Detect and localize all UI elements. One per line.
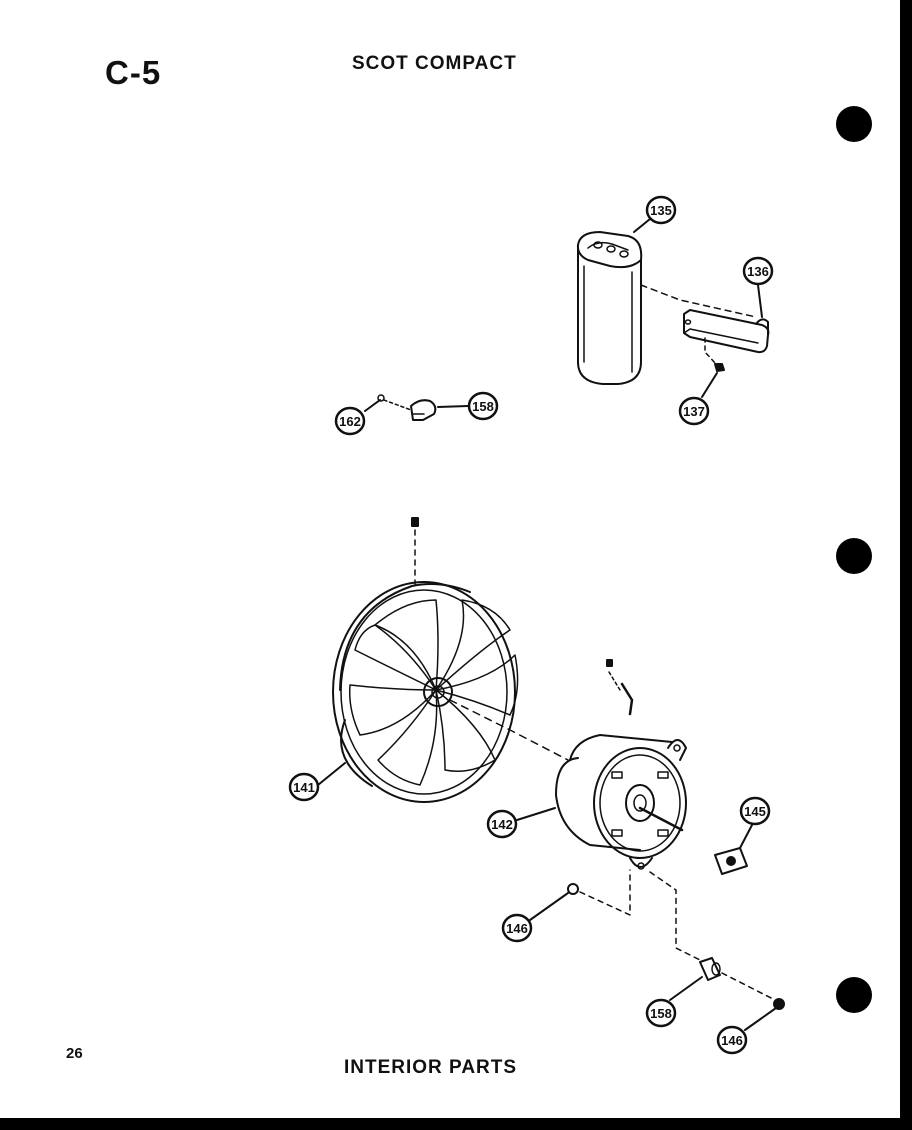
leader-137: [701, 372, 718, 398]
nut-part-left: [567, 883, 579, 895]
blower-wheel-part: [332, 517, 519, 803]
callout-158-top: 158: [467, 391, 499, 421]
grommet-part: [699, 957, 721, 981]
page-number: 26: [66, 1045, 83, 1062]
svg-text:158: 158: [650, 1006, 672, 1021]
leader-158-top: [437, 405, 469, 408]
scan-edge-bottom: [0, 1118, 912, 1130]
nut-part-right: [773, 998, 785, 1010]
binder-hole-top: [836, 106, 872, 142]
callout-137: 137: [678, 396, 710, 426]
svg-text:137: 137: [683, 404, 705, 419]
page-title: SCOT COMPACT: [352, 53, 517, 74]
section-title: INTERIOR PARTS: [344, 1057, 518, 1078]
svg-text:162: 162: [339, 414, 361, 429]
binder-hole-bottom: [836, 977, 872, 1013]
leader-146-right: [744, 1007, 777, 1031]
screw-to-bracket-line: [704, 337, 717, 365]
callout-146-left: 146: [501, 913, 533, 943]
blower-motor-part: [555, 659, 687, 870]
exploded-parts-diagram: 135 136 137 162 158 141 142 145 146 158 …: [288, 195, 785, 1055]
wire-clip-part: [410, 399, 437, 421]
callout-158-bottom: 158: [645, 998, 677, 1028]
leader-146-left: [529, 892, 569, 921]
leader-136: [757, 284, 763, 318]
leader-142: [516, 807, 556, 821]
callout-136: 136: [742, 256, 774, 286]
callout-135: 135: [645, 195, 677, 225]
capacitor-bracket-part: [683, 309, 770, 354]
callout-142: 142: [486, 809, 518, 839]
capacitor-to-bracket-line: [640, 284, 757, 318]
binder-hole-middle: [836, 538, 872, 574]
svg-text:145: 145: [744, 804, 766, 819]
clip-screw-part: [377, 394, 412, 411]
nut-to-motor-line-left: [579, 869, 631, 916]
capacitor-part: [576, 231, 643, 385]
svg-text:135: 135: [650, 203, 672, 218]
leader-162: [364, 399, 381, 412]
svg-text:146: 146: [506, 921, 528, 936]
parts-sheet: [0, 0, 900, 1118]
svg-text:141: 141: [293, 780, 315, 795]
svg-text:146: 146: [721, 1033, 743, 1048]
leader-145: [739, 824, 753, 849]
svg-text:158: 158: [472, 399, 494, 414]
scan-edge-right: [900, 0, 912, 1130]
bracket-screw-part: [714, 363, 725, 372]
page-code: C-5: [105, 54, 162, 91]
svg-text:142: 142: [491, 817, 513, 832]
callout-145: 145: [739, 796, 771, 826]
callout-162: 162: [334, 406, 366, 436]
leader-141: [317, 762, 346, 786]
wheel-to-motor-line: [449, 699, 569, 761]
grommet-to-nut-line: [721, 972, 776, 1001]
mounting-plate-part: [714, 847, 748, 875]
callout-146-right: 146: [716, 1025, 748, 1055]
svg-text:136: 136: [747, 264, 769, 279]
callout-141: 141: [288, 772, 320, 802]
leader-158-bottom: [669, 976, 703, 1001]
leader-135: [633, 218, 651, 233]
motor-to-grommet-line: [649, 871, 701, 961]
